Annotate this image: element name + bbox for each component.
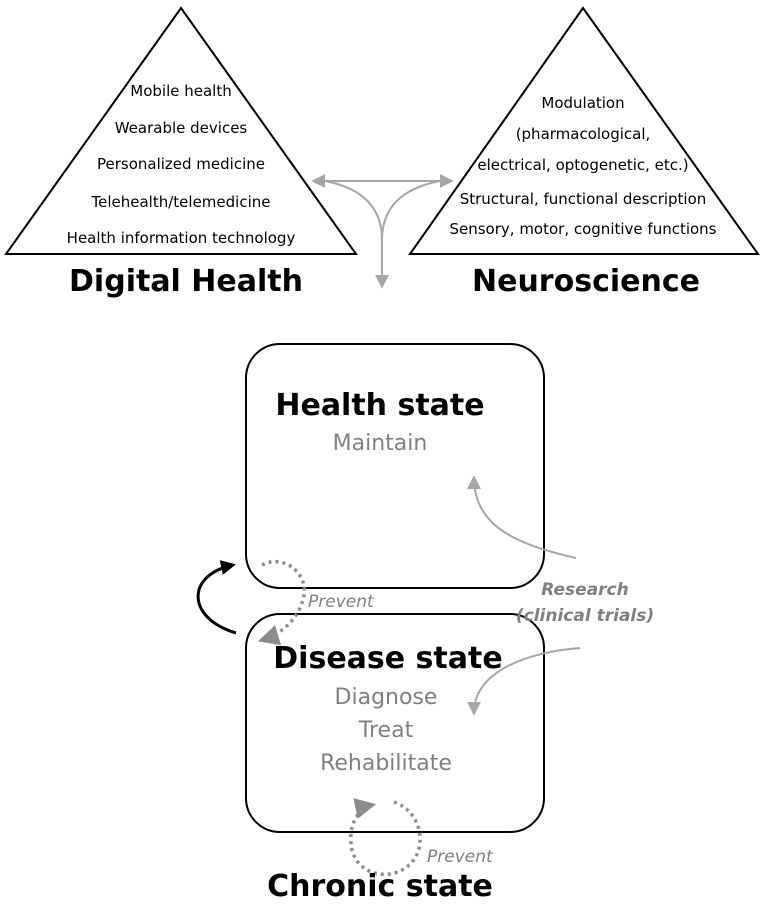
neuroscience-triangle: [408, 6, 760, 255]
prevent-label-lower: Prevent: [427, 847, 494, 867]
digital-health-item: Health information technology: [67, 229, 296, 247]
convergence-connector: [311, 174, 454, 289]
prevent-cycle-lower: [349, 798, 422, 876]
chronic-state-title: Chronic state: [267, 869, 493, 904]
neuroscience-item: (pharmacological,: [516, 125, 651, 143]
neuroscience-title: Neuroscience: [472, 264, 700, 299]
neuroscience-item: Structural, functional description: [460, 190, 707, 208]
health-state-title: Health state: [275, 388, 484, 423]
digital-health-item: Wearable devices: [115, 119, 248, 137]
disease-state-action: Treat: [358, 718, 414, 743]
research-arrow-to-health: [467, 475, 577, 559]
digital-health-item: Personalized medicine: [97, 155, 265, 173]
neuroscience-list: Modulation (pharmacological, electrical,…: [449, 94, 716, 238]
neuroscience-item: Sensory, motor, cognitive functions: [449, 220, 716, 238]
research-sublabel: (clinical trials): [516, 606, 654, 626]
digital-health-item: Telehealth/telemedicine: [91, 193, 271, 211]
disease-state-action: Diagnose: [335, 685, 438, 710]
disease-state-box: [245, 613, 545, 833]
digital-health-list: Mobile health Wearable devices Personali…: [67, 82, 296, 247]
prevent-cycle-upper: [257, 559, 307, 646]
recovery-arrow: [196, 560, 237, 635]
digital-health-item: Mobile health: [130, 82, 231, 100]
disease-state-title: Disease state: [273, 641, 502, 676]
convergence-curve-left: [324, 180, 383, 241]
prevent-label-upper: Prevent: [308, 592, 375, 612]
neuroscience-item: Modulation: [541, 94, 624, 112]
research-label: Research: [541, 580, 628, 600]
digital-health-triangle: [4, 6, 358, 255]
research-arrow-to-disease: [467, 647, 581, 716]
digital-health-title: Digital Health: [69, 264, 303, 299]
health-state-action: Maintain: [333, 431, 428, 456]
disease-state-action: Rehabilitate: [320, 751, 452, 776]
health-state-box: [245, 343, 545, 589]
neuroscience-item: electrical, optogenetic, etc.): [477, 156, 688, 174]
convergence-curve-right: [381, 180, 441, 241]
